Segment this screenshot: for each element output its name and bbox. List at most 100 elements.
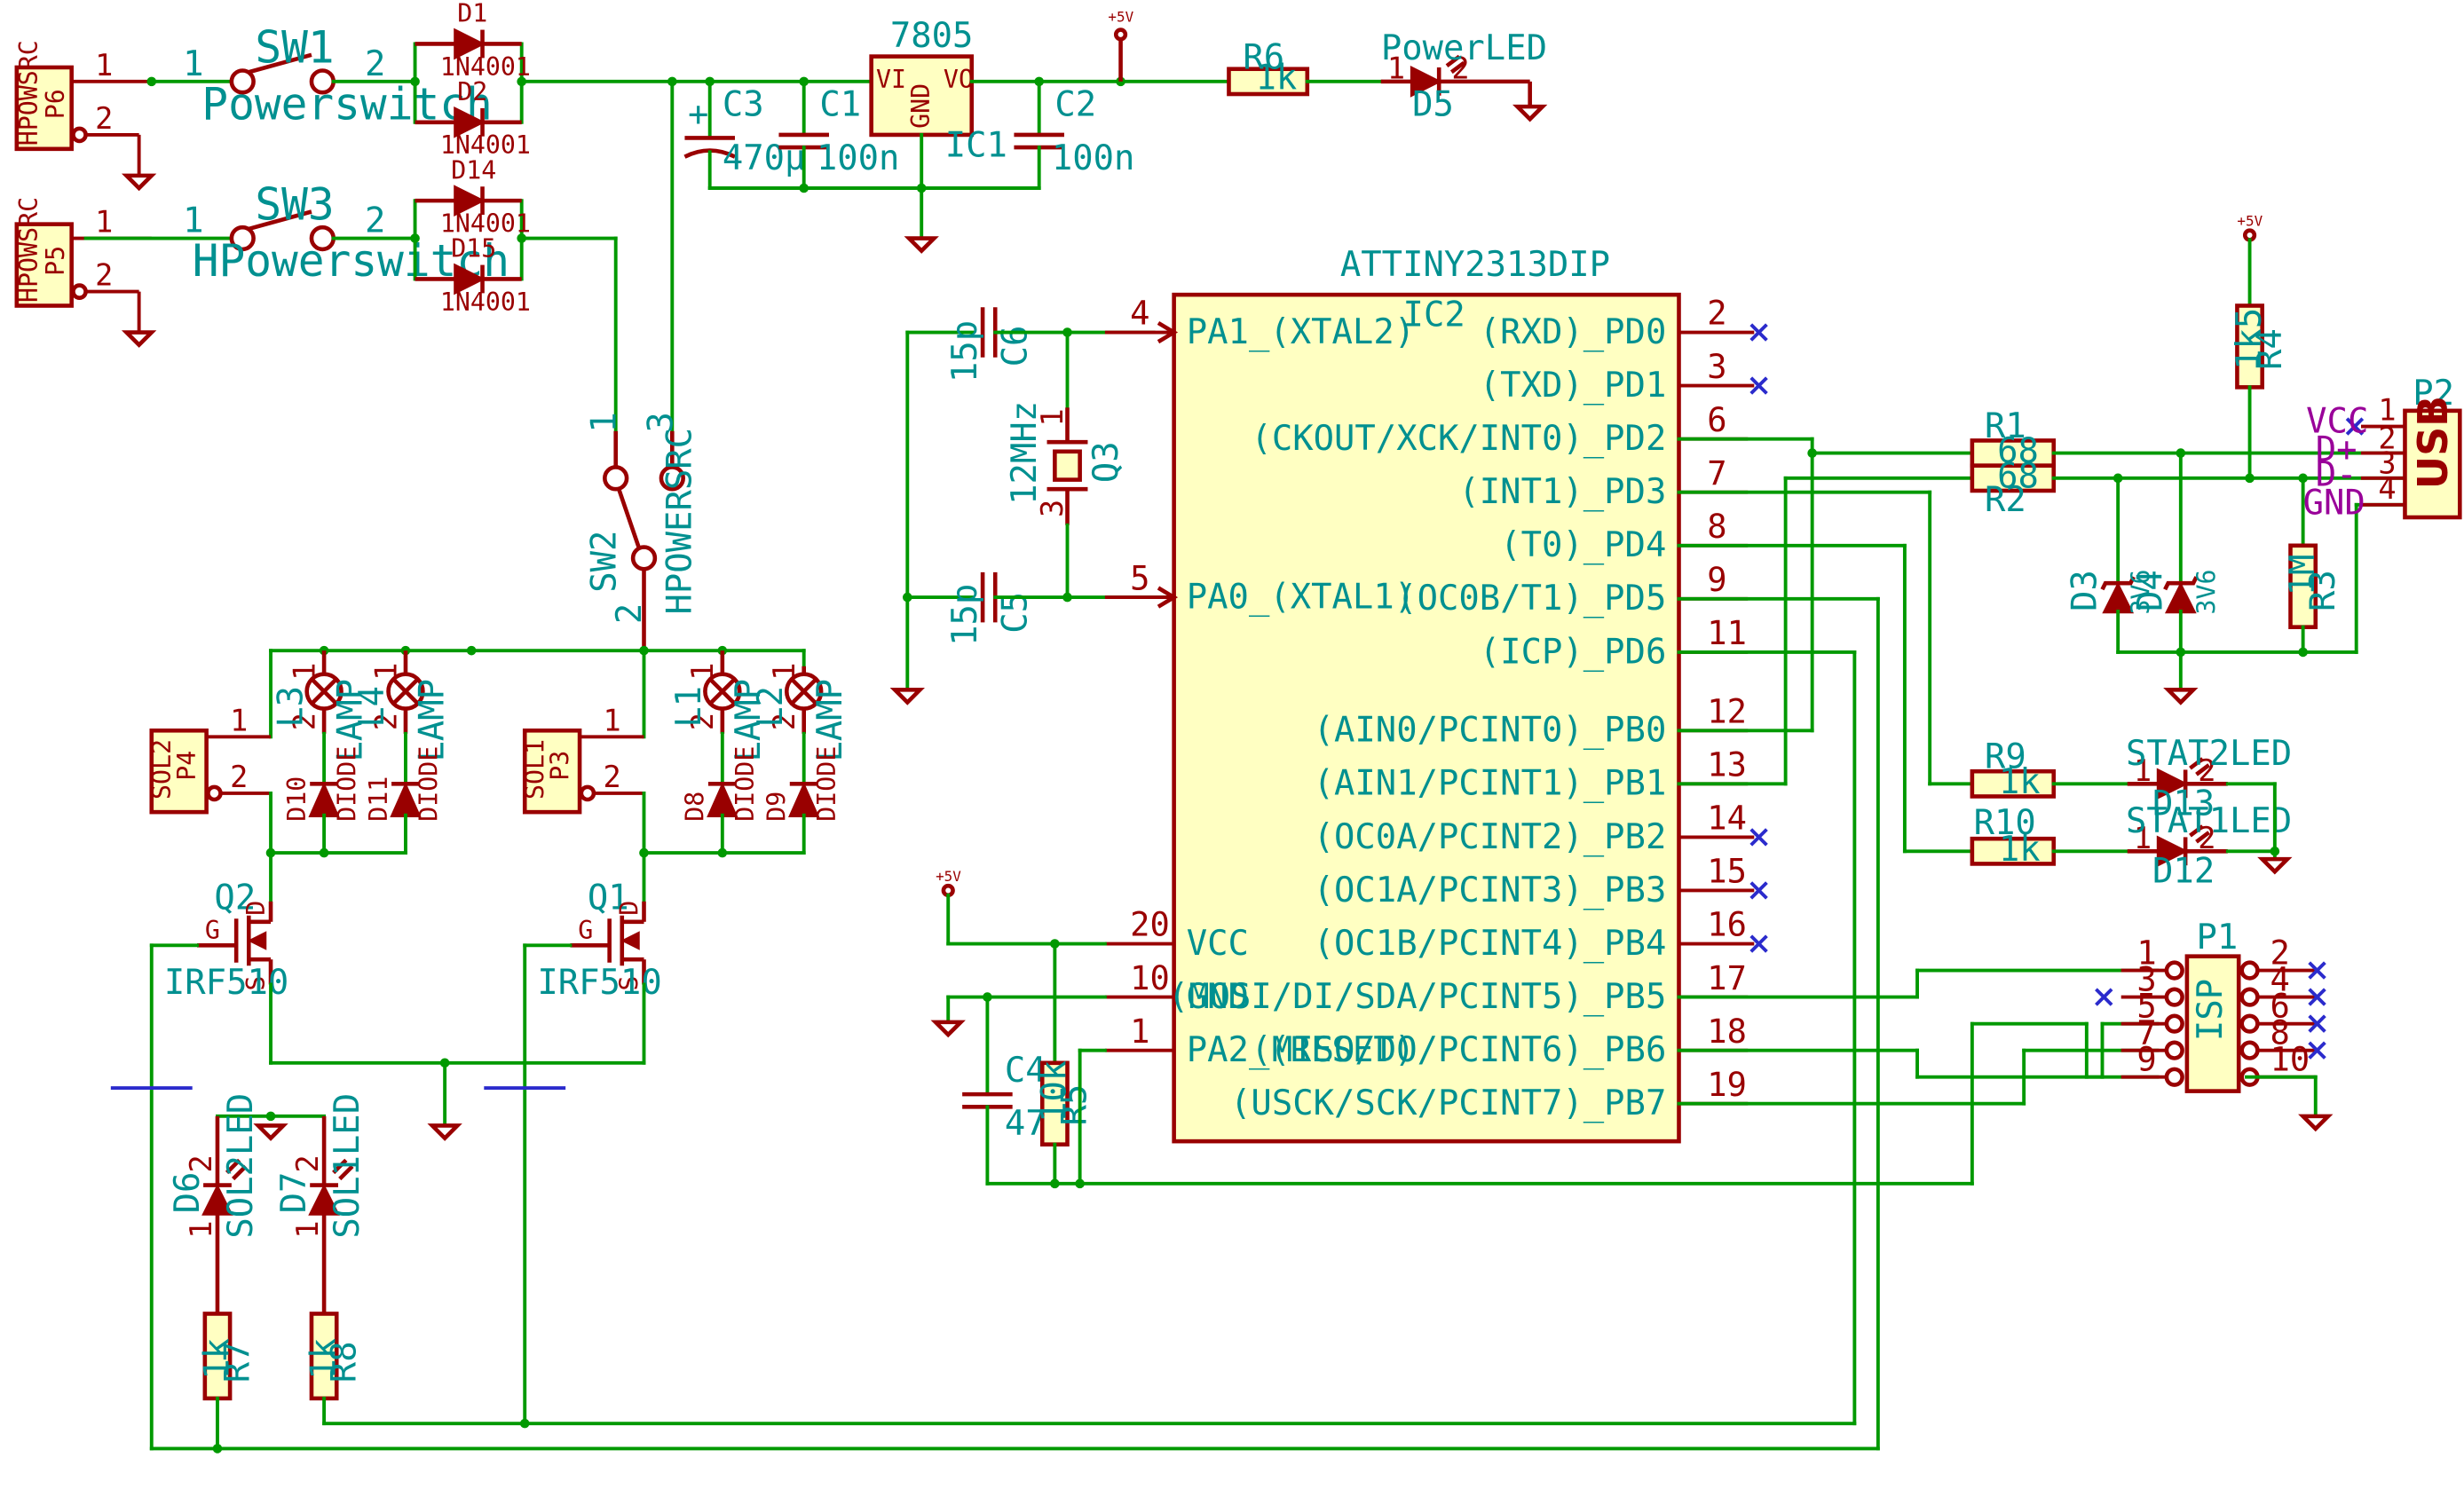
svg-text:L1: L1 [669, 686, 709, 728]
svg-text:1N4001: 1N4001 [440, 209, 531, 238]
isp-pin [2239, 1040, 2260, 1060]
svg-text:1k: 1k [304, 1338, 344, 1380]
no-connect-mark [1749, 934, 1768, 953]
mcu-pin-number: 9 [1707, 561, 1726, 599]
svg-text:2: 2 [2198, 821, 2215, 855]
svg-text:HPOWSRC: HPOWSRC [14, 40, 43, 146]
svg-text:1: 1 [2134, 821, 2152, 855]
svg-text:1N4001: 1N4001 [440, 52, 531, 82]
power-flag-5v: +5V [1108, 9, 1134, 82]
connector-p4: 1 2 SOL2 P4 [147, 703, 272, 815]
svg-text:G: G [578, 916, 593, 945]
mcu-pin-name: (T0)_PD4 [1500, 525, 1666, 565]
connector-p5: 1 2 HPOWSRC P5 [14, 197, 157, 348]
svg-text:2: 2 [365, 44, 385, 84]
mcu-pin-name: PA1_(XTAL2) [1187, 312, 1415, 352]
lamp-l3: 1 2 L3 LAMP [271, 650, 371, 762]
svg-text:1: 1 [290, 1220, 325, 1238]
svg-text:470µ: 470µ [723, 138, 806, 178]
svg-text:2: 2 [368, 713, 403, 730]
mcu-pin-name: VCC [1187, 924, 1249, 964]
mcu-pin-name: (INT1)_PD3 [1458, 472, 1666, 512]
svg-text:D-: D- [2316, 455, 2357, 495]
svg-text:P1: P1 [2196, 918, 2238, 957]
isp-pin [2164, 960, 2184, 981]
resistor-r3: 1M R3 [2283, 543, 2343, 629]
svg-text:D5: D5 [1412, 85, 1454, 125]
svg-text:D7: D7 [274, 1172, 314, 1214]
capacitor-c6: 15p C6 [945, 307, 1036, 382]
svg-text:R7: R7 [217, 1341, 257, 1383]
resistor-r8: 1k R8 [304, 1312, 364, 1401]
svg-text:10k: 10k [1035, 1060, 1075, 1123]
isp-pin [2164, 987, 2184, 1007]
svg-text:D10: D10 [282, 776, 312, 822]
svg-text:D: D [241, 901, 271, 916]
svg-text:15p: 15p [945, 584, 985, 646]
isp-pin [2164, 1040, 2184, 1060]
mcu-pin-number: 16 [1707, 906, 1747, 944]
mcu-pin-number: 7 [1707, 454, 1726, 492]
svg-text:2: 2 [290, 1154, 325, 1172]
svg-text:STAT2LED: STAT2LED [2126, 734, 2292, 774]
diode-d8: D8 DIODE [681, 746, 761, 822]
svg-text:HPOWERSRC: HPOWERSRC [660, 428, 700, 615]
svg-text:IRF510: IRF510 [537, 963, 661, 1003]
svg-text:3: 3 [641, 412, 681, 432]
svg-text:P2: P2 [2413, 374, 2454, 414]
svg-text:1: 1 [685, 663, 720, 681]
lamp-l2: 1 2 L2 LAMP [751, 663, 850, 762]
resistor-r6: R6 1k [1227, 38, 1310, 98]
zener-d3: D3 3V6 [2065, 476, 2156, 654]
no-connect-mark [1749, 323, 1768, 342]
mcu-pin-number: 2 [1707, 295, 1726, 333]
svg-text:LAMP: LAMP [810, 679, 850, 762]
isp-pin [2164, 1067, 2184, 1087]
svg-text:R8: R8 [324, 1341, 364, 1383]
no-connect-mark [1749, 881, 1768, 900]
svg-text:D: D [614, 901, 644, 916]
svg-text:1N4001: 1N4001 [440, 130, 531, 160]
svg-text:HPOWSRC: HPOWSRC [14, 197, 43, 303]
svg-text:1k: 1k [197, 1338, 237, 1380]
svg-text:D2: D2 [457, 77, 487, 106]
svg-text:D4: D4 [2131, 570, 2171, 611]
mcu-pin-name: (OC1A/PCINT3)_PB3 [1314, 871, 1667, 910]
diode-d10: D10 DIODE [282, 746, 362, 822]
svg-text:100n: 100n [817, 138, 900, 178]
led-d6: 2 1 D6 SOL2LED [168, 1093, 261, 1314]
mcu-pin-name: (OC0A/PCINT2)_PB2 [1314, 817, 1667, 857]
svg-text:IRF510: IRF510 [164, 963, 288, 1003]
svg-text:VCC: VCC [2306, 402, 2368, 442]
mcu-pin-number: 4 [1130, 295, 1149, 333]
mcu-pin-name: (TXD)_PD1 [1480, 366, 1667, 406]
isp-pin [2239, 987, 2260, 1007]
svg-text:S: S [614, 976, 644, 991]
svg-text:1N4001: 1N4001 [440, 288, 531, 317]
zener-d4: D4 3V6 [2131, 451, 2222, 654]
power-flag-5v-mcu: +5V [936, 868, 1107, 946]
svg-text:1k: 1k [1999, 830, 2041, 870]
svg-text:1: 1 [1035, 408, 1070, 426]
mcu-pin-name: (MISO/DO/PCINT6)_PB6 [1251, 1030, 1666, 1070]
led-d7: 2 1 D7 SOL1LED [274, 1093, 367, 1314]
resistor-r9: R9 1k [1970, 737, 2057, 802]
svg-text:P6: P6 [41, 89, 70, 119]
svg-text:100n: 100n [1052, 138, 1135, 178]
svg-text:P5: P5 [41, 246, 70, 276]
isp-pin-number: 3 [2136, 961, 2156, 999]
capacitor-c3: + C3 470µ [683, 79, 806, 190]
svg-text:Q1: Q1 [588, 879, 629, 918]
mcu-pin-number: 18 [1707, 1013, 1747, 1051]
mcu-pin-name: (MOSI/DI/SDA/PCINT5)_PB5 [1168, 977, 1666, 1017]
svg-text:SOL1: SOL1 [520, 739, 549, 800]
svg-text:P3: P3 [546, 751, 575, 781]
power-flag-5v-usb: +5V [2237, 212, 2263, 308]
mcu-pin-name: (OC1B/PCINT4)_PB4 [1314, 924, 1667, 964]
svg-text:1: 1 [95, 204, 113, 239]
svg-text:PowerLED: PowerLED [1381, 28, 1547, 68]
diode-d11: D11 DIODE [364, 746, 444, 822]
mcu-pin-number: 12 [1707, 692, 1747, 730]
